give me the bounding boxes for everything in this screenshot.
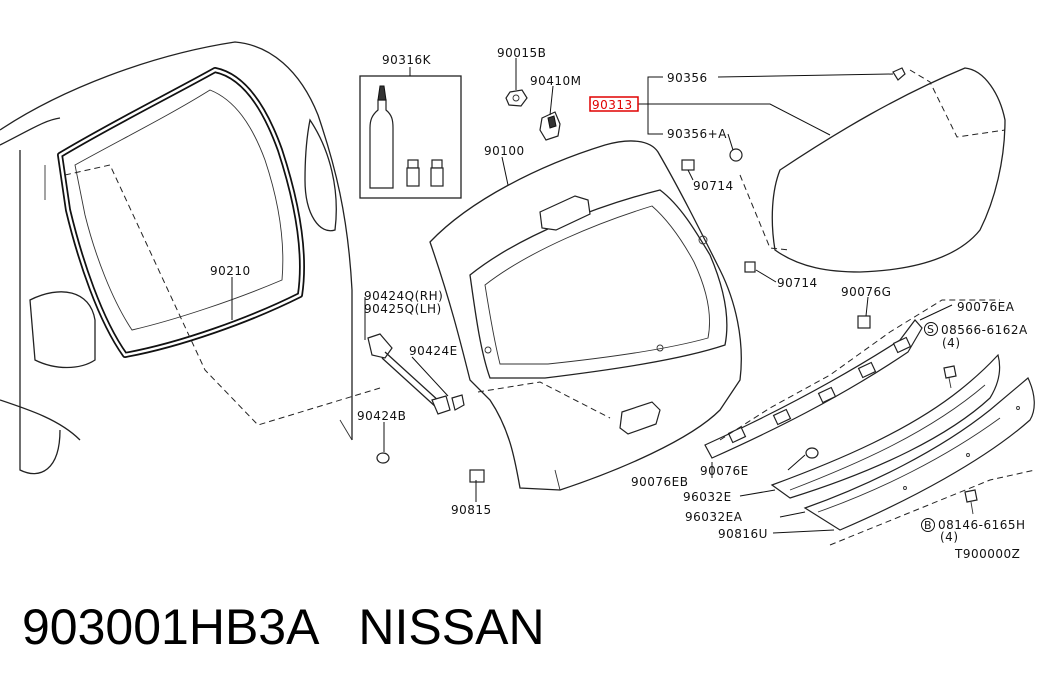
back-door-panel-90100 (429, 140, 742, 491)
exploded-parts-diagram: 90316K 90015B 90410M 90356 90313 90356+A… (0, 41, 1036, 561)
circled-b-letter: B (924, 519, 932, 532)
label-90410M: 90410M (530, 74, 582, 88)
weatherstrip-90210 (57, 67, 305, 358)
label-90714-lower: 90714 (777, 276, 818, 290)
label-08146: 08146-6165H (938, 518, 1026, 532)
label-08146-qty: (4) (940, 530, 959, 544)
caption-brand: NISSAN (358, 599, 545, 655)
label-90424E: 90424E (409, 344, 458, 358)
highlight-box-90313 (589, 96, 639, 112)
label-90714-upper: 90714 (693, 179, 734, 193)
garnish-90816U (803, 377, 1036, 546)
label-90424B: 90424B (357, 409, 406, 423)
garnish-bracket-assembly (704, 299, 1000, 459)
label-90076EB: 90076EB (631, 475, 689, 489)
label-90015B: 90015B (497, 46, 546, 60)
caption-part-number: 903001HB3A (22, 599, 317, 655)
fastener-parts (376, 67, 978, 515)
part-caption: 903001HB3A NISSAN (22, 598, 545, 656)
label-90076EA: 90076EA (957, 300, 1015, 314)
label-90356: 90356 (667, 71, 708, 85)
label-90313: 90313 (592, 98, 633, 112)
vehicle-body-outline (0, 41, 353, 475)
label-90076E: 90076E (700, 464, 749, 478)
label-90076G: 90076G (841, 285, 891, 299)
sealant-kit-90316K (359, 75, 462, 199)
circled-b-marker (921, 518, 935, 532)
leader-dash-weatherstrip (64, 164, 381, 426)
part-labels: 90316K 90015B 90410M 90356 90313 90356+A… (210, 46, 1028, 561)
label-diagram-id: T900000Z (954, 547, 1020, 561)
label-90356-a: 90356+A (667, 127, 727, 141)
back-door-glass-90313 (739, 67, 1006, 273)
label-96032E: 96032E (683, 490, 732, 504)
label-96032EA: 96032EA (685, 510, 743, 524)
label-90815: 90815 (451, 503, 492, 517)
label-90316K: 90316K (382, 53, 432, 67)
door-stay-strut (367, 333, 451, 415)
circled-s-marker (924, 322, 938, 336)
label-90816U: 90816U (718, 527, 768, 541)
leader-lines (231, 58, 953, 534)
circled-s-letter: S (927, 323, 934, 336)
label-08566-qty: (4) (942, 336, 961, 350)
label-90100: 90100 (484, 144, 525, 158)
label-90424Q: 90424Q(RH) (364, 289, 443, 303)
finisher-96032 (770, 353, 1001, 499)
label-90210: 90210 (210, 264, 251, 278)
label-08566: 08566-6162A (941, 323, 1028, 337)
label-90425Q: 90425Q(LH) (364, 302, 442, 316)
